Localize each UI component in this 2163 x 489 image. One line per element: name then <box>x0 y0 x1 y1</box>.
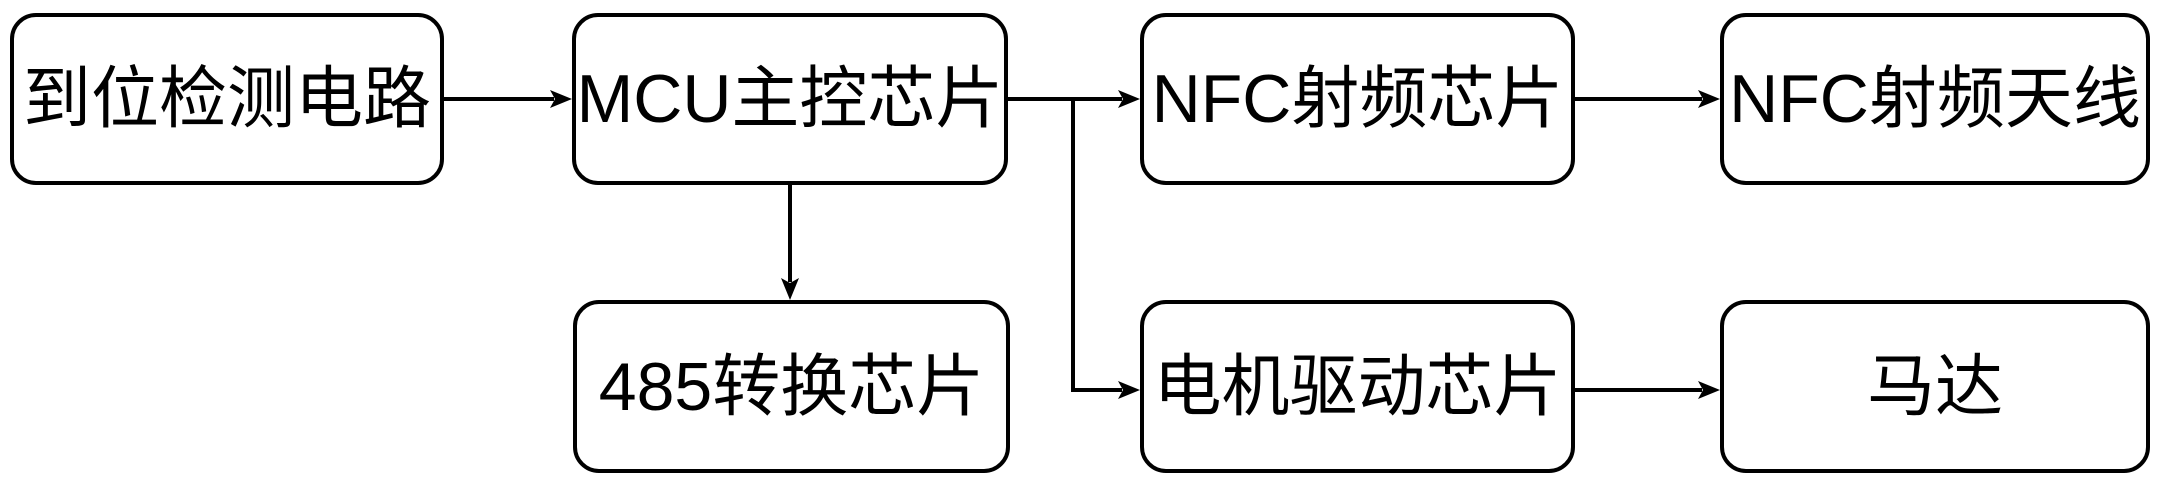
node-485-converter-chip: 485转换芯片 <box>573 300 1010 473</box>
edge-mcu-to-motor-driver <box>1071 97 1140 399</box>
arrow-head-icon <box>1698 381 1720 399</box>
node-label: NFC射频芯片 <box>1151 61 1564 137</box>
arrow-head-icon <box>1698 90 1720 108</box>
arrow-head-icon <box>1118 90 1140 108</box>
node-label: MCU主控芯片 <box>576 61 1004 137</box>
edge-nfc-chip-to-antenna <box>1575 90 1720 108</box>
node-label: 到位检测电路 <box>22 61 431 137</box>
node-label: 马达 <box>1866 348 2003 425</box>
arrow-head-icon <box>781 278 799 300</box>
edge-detect-to-mcu <box>444 90 572 108</box>
edge-mcu-to-485 <box>781 185 799 300</box>
edge-motor-driver-to-motor <box>1575 381 1720 399</box>
node-label: 电机驱动芯片 <box>1153 348 1562 425</box>
node-position-detection-circuit: 到位检测电路 <box>10 13 444 185</box>
node-nfc-rf-antenna: NFC射频天线 <box>1720 13 2150 185</box>
node-nfc-rf-chip: NFC射频芯片 <box>1140 13 1575 185</box>
arrow-head-icon <box>1118 381 1140 399</box>
edge-mcu-to-nfc-chip <box>1008 90 1140 108</box>
arrow-head-icon <box>550 90 572 108</box>
node-motor: 马达 <box>1720 300 2150 473</box>
node-motor-driver-chip: 电机驱动芯片 <box>1140 300 1575 473</box>
node-label: 485转换芯片 <box>598 348 985 425</box>
node-mcu-main-control-chip: MCU主控芯片 <box>572 13 1008 185</box>
node-label: NFC射频天线 <box>1729 61 2141 137</box>
